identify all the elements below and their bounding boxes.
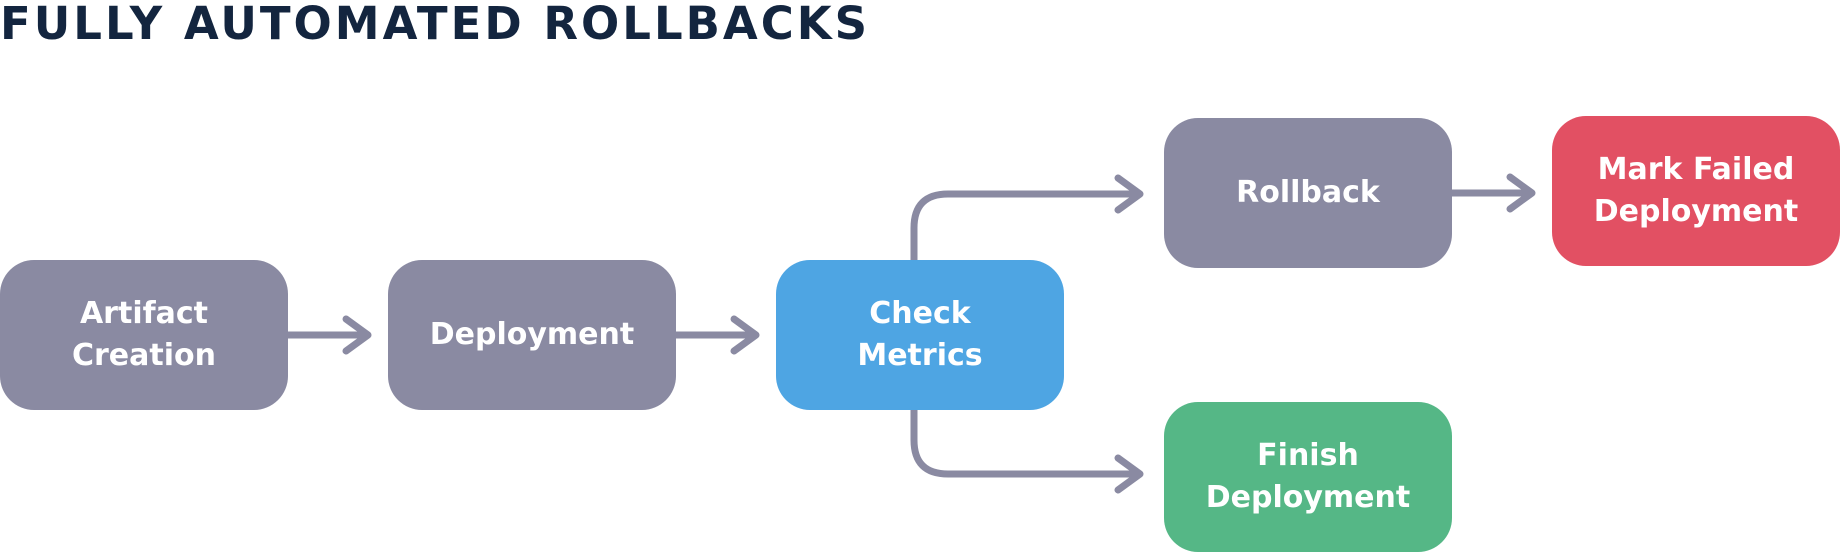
node-finish-deployment: Finish Deployment [1164, 402, 1452, 552]
arrow-check-to-rollback [910, 174, 1144, 264]
arrow-deployment-to-check [672, 315, 760, 355]
arrow-check-to-finish [910, 406, 1144, 494]
node-mark-failed-deployment-label: Mark Failed Deployment [1593, 152, 1799, 229]
node-artifact-creation-label: Artifact Creation [72, 296, 216, 373]
node-artifact-creation: Artifact Creation [0, 260, 288, 410]
node-rollback: Rollback [1164, 118, 1452, 268]
node-mark-failed-deployment: Mark Failed Deployment [1552, 116, 1840, 266]
node-deployment: Deployment [388, 260, 676, 410]
node-finish-deployment-label: Finish Deployment [1205, 438, 1411, 515]
node-deployment-label: Deployment [429, 317, 635, 352]
diagram-title: FULLY AUTOMATED ROLLBACKS [0, 0, 871, 50]
arrow-rollback-to-mark-failed [1448, 173, 1536, 213]
arrow-artifact-to-deployment [284, 315, 372, 355]
node-check-metrics-label: Check Metrics [857, 296, 983, 373]
node-check-metrics: Check Metrics [776, 260, 1064, 410]
node-rollback-label: Rollback [1236, 175, 1380, 210]
